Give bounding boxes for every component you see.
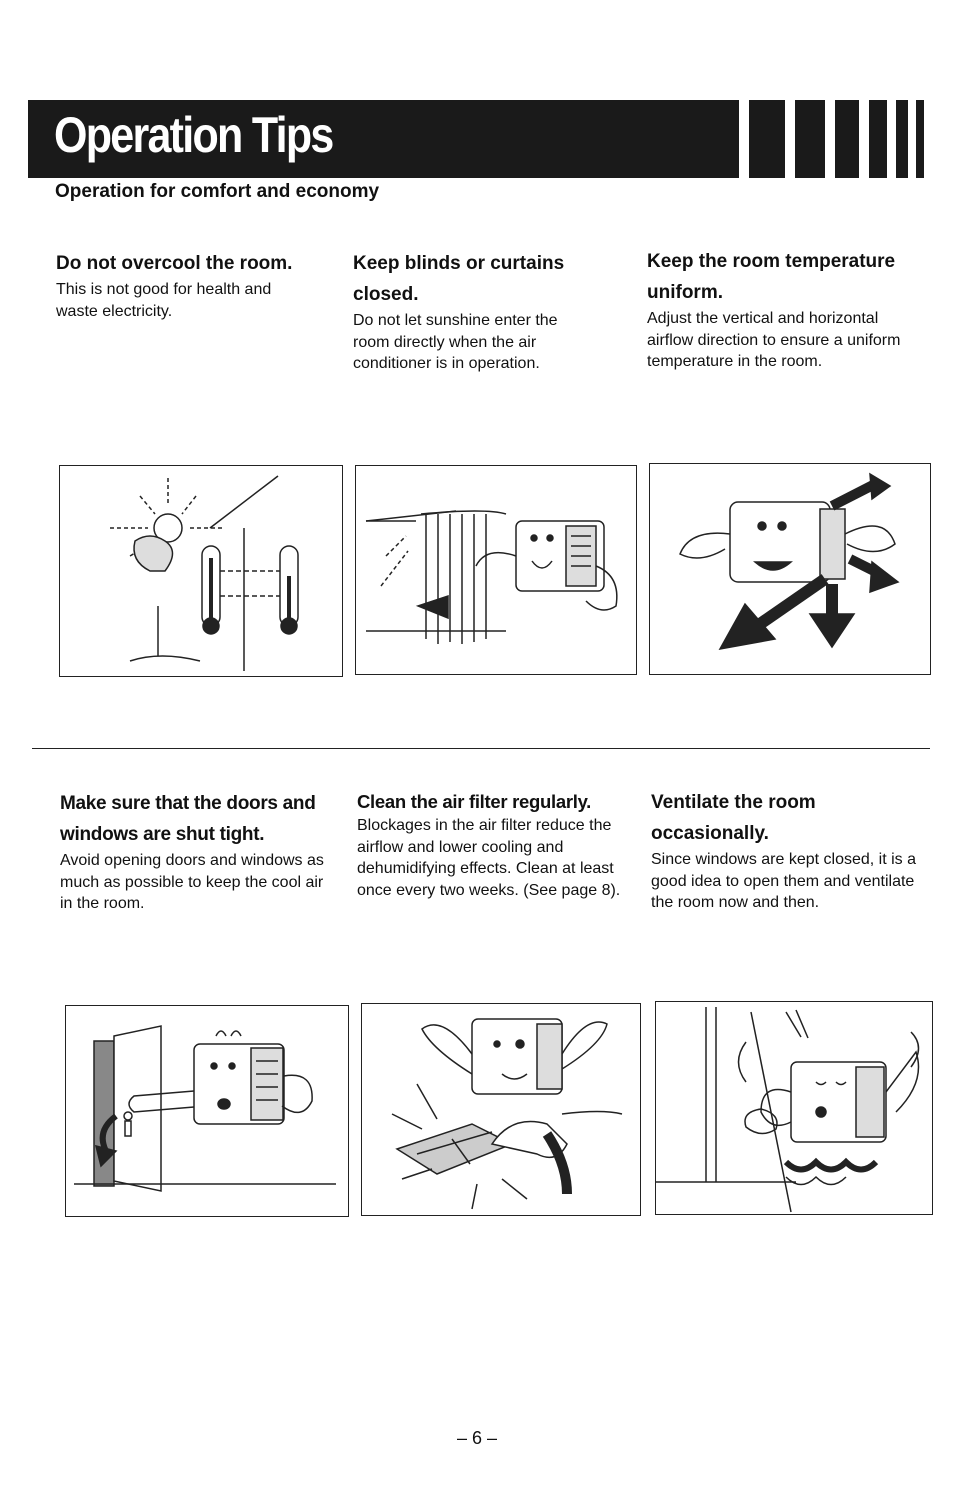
tip-body: Avoid opening doors and windows as much …	[60, 852, 324, 912]
filter-cleaning-icon	[391, 1018, 623, 1210]
tip-heading: Clean the air filter regularly.	[357, 791, 592, 812]
door-aircon-icon	[74, 1025, 336, 1192]
header-stripes-decoration	[697, 100, 928, 178]
tip-overcool: Do not overcool the room. This is not go…	[56, 248, 346, 322]
tip-heading: Keep the room temperature uniform.	[647, 251, 896, 303]
illustration-airflow-aircon	[649, 463, 931, 675]
tip-heading: Make sure that the doors and windows are…	[60, 793, 316, 845]
page-number: – 6 –	[456, 1428, 498, 1448]
tip-body: Blockages in the air filter reduce the a…	[357, 817, 621, 899]
sun-thermometer-icon	[110, 475, 299, 671]
illustration-sun-thermometer	[59, 465, 343, 677]
ventilation-aircon-icon	[656, 1007, 920, 1213]
section-divider	[32, 748, 930, 749]
illustration-curtain-aircon	[355, 465, 637, 675]
tip-curtains: Keep blinds or curtains closed. Do not l…	[353, 248, 643, 375]
tip-heading: Keep blinds or curtains closed.	[353, 253, 565, 305]
tip-doors-windows: Make sure that the doors and windows are…	[60, 788, 350, 915]
tip-air-filter: Clean the air filter regularly. Blockage…	[357, 789, 647, 901]
tip-body: Since windows are kept closed, it is a g…	[651, 851, 917, 911]
illustration-ventilation-aircon	[655, 1001, 933, 1215]
illustration-filter-cleaning	[361, 1003, 641, 1216]
tip-body: Adjust the vertical and horizontal airfl…	[647, 310, 901, 370]
tip-uniform-temperature: Keep the room temperature uniform. Adjus…	[647, 246, 937, 373]
tip-ventilate: Ventilate the room occasionally. Since w…	[651, 787, 941, 914]
illustration-door-aircon	[65, 1005, 349, 1217]
airflow-aircon-icon	[679, 472, 900, 651]
tip-body: Do not let sunshine enter the room direc…	[353, 312, 558, 372]
page-title: Operation Tips	[54, 107, 334, 163]
tip-body: This is not good for health and waste el…	[56, 281, 272, 320]
section-subtitle: Operation for comfort and economy	[55, 181, 380, 202]
curtain-aircon-icon	[365, 510, 618, 644]
tip-heading: Ventilate the room occasionally.	[651, 792, 816, 844]
tip-heading: Do not overcool the room.	[56, 253, 293, 274]
